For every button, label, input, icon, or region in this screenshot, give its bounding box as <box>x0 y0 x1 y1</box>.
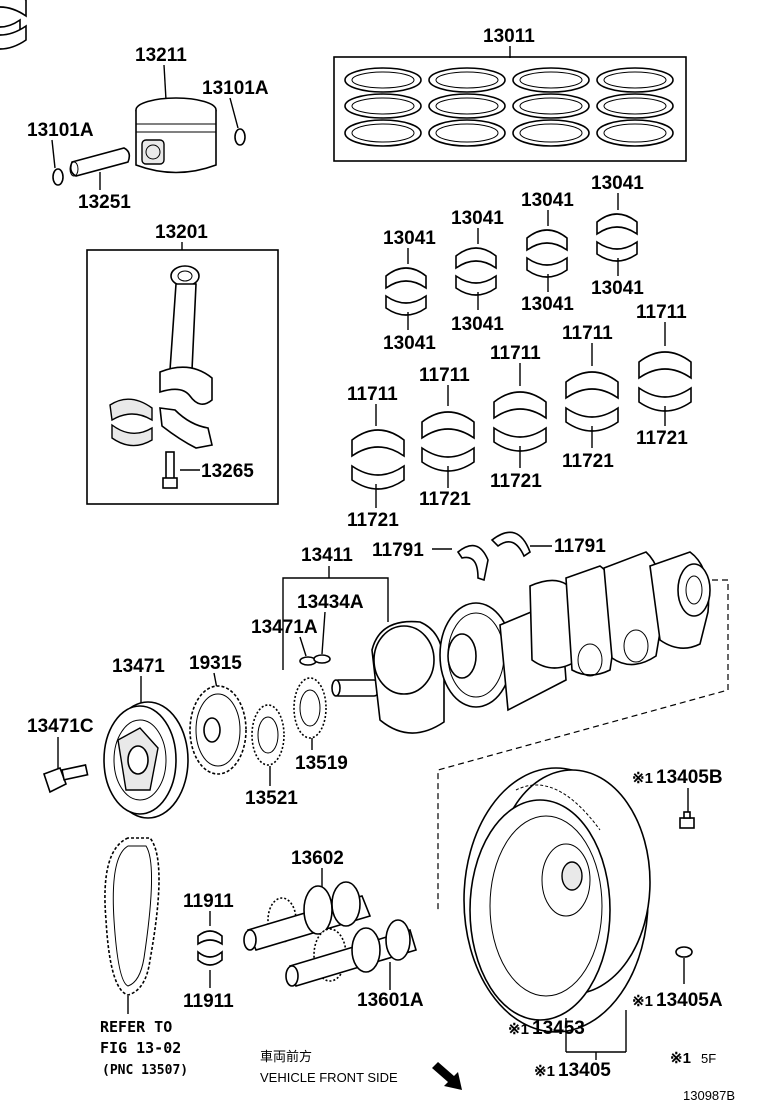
label-13011: 13011 <box>483 26 535 47</box>
label-13041-c: 13041 <box>451 208 504 229</box>
label-11711-d: 11711 <box>562 323 613 344</box>
reference-line3: (PNC 13507) <box>102 1063 188 1078</box>
label-13041-h: 13041 <box>591 278 644 299</box>
flywheel: ※1 13405B ※1 13405A ※1 13453 ※1 13405 <box>463 767 723 1081</box>
reference-line2: FIG 13-02 <box>100 1039 181 1057</box>
mark-13405A: ※1 <box>632 993 653 1010</box>
label-13411: 13411 <box>301 545 353 566</box>
label-11721-a: 11721 <box>347 510 399 531</box>
label-11721-e: 11721 <box>636 428 688 449</box>
label-11791-right: 11791 <box>554 536 606 557</box>
label-11911-top: 11911 <box>183 891 234 912</box>
drawing-code: 130987B <box>683 1088 735 1103</box>
label-13251: 13251 <box>78 192 131 213</box>
label-11721-c: 11721 <box>490 471 542 492</box>
label-13602: 13602 <box>291 848 344 869</box>
timing-chain: REFER TO FIG 13-02 (PNC 13507) <box>100 837 188 1078</box>
label-13471: 13471 <box>112 656 165 677</box>
label-13041-b: 13041 <box>383 333 436 354</box>
mark-13405B: ※1 <box>632 770 653 787</box>
label-13265: 13265 <box>201 461 254 482</box>
crankshaft-sprockets: 19315 13521 13519 <box>189 653 348 809</box>
label-11721-b: 11721 <box>419 489 471 510</box>
crankshaft-pulley: 13471 13471C <box>27 656 189 819</box>
label-11911-bottom: 11911 <box>183 991 234 1012</box>
reference-line1: REFER TO <box>100 1018 172 1036</box>
label-13521: 13521 <box>245 788 298 809</box>
label-13601A: 13601A <box>357 990 424 1011</box>
label-11791-left: 11791 <box>372 540 424 561</box>
label-13041-a: 13041 <box>383 228 436 249</box>
label-13434A: 13434A <box>297 592 364 613</box>
label-13405A: 13405A <box>656 990 723 1011</box>
label-11711-e: 11711 <box>636 302 687 323</box>
label-13101A-left: 13101A <box>27 120 94 141</box>
label-11711-c: 11711 <box>490 343 541 364</box>
label-13041-d: 13041 <box>451 314 504 335</box>
front-label-english: VEHICLE FRONT SIDE <box>260 1070 398 1085</box>
crankshaft: 13411 13434A 13471A <box>251 545 729 910</box>
footnote-mark: ※1 <box>670 1050 691 1067</box>
mark-13405: ※1 <box>534 1063 555 1080</box>
crankshaft-main-bearings: 11711 11721 11711 11721 11711 11721 1171… <box>0 0 692 531</box>
label-13041-e: 13041 <box>521 190 574 211</box>
label-11711-b: 11711 <box>419 365 470 386</box>
label-13211: 13211 <box>135 45 187 66</box>
label-13101A-right: 13101A <box>202 78 269 99</box>
label-13519: 13519 <box>295 753 348 774</box>
label-13471A: 13471A <box>251 617 318 638</box>
balance-shafts: 13602 13601A 11911 11911 <box>183 848 424 1012</box>
thrust-washers: 11791 11791 <box>372 531 606 582</box>
label-19315: 19315 <box>189 653 242 674</box>
label-11711-a: 11711 <box>347 384 398 405</box>
mark-13453: ※1 <box>508 1021 529 1038</box>
front-direction-indicator: 車両前方 VEHICLE FRONT SIDE <box>260 1049 462 1090</box>
connecting-rod-bearings: 13041 13041 13041 13041 13041 13041 1304… <box>0 0 644 354</box>
label-11721-d: 11721 <box>562 451 614 472</box>
label-13405B: 13405B <box>656 767 723 788</box>
label-13471C: 13471C <box>27 716 94 737</box>
label-13453: 13453 <box>532 1018 585 1039</box>
piston: 13211 13101A 13101A 13251 <box>27 45 269 213</box>
piston-ring-set: 13011 <box>333 26 687 162</box>
front-label-japanese: 車両前方 <box>260 1049 312 1064</box>
connecting-rod-assembly: 13201 13265 <box>86 222 279 505</box>
label-13201: 13201 <box>155 222 208 243</box>
label-13041-g: 13041 <box>591 173 644 194</box>
front-arrow-icon <box>432 1062 462 1090</box>
footnote-text: 5F <box>701 1051 716 1066</box>
label-13041-f: 13041 <box>521 294 574 315</box>
label-13405: 13405 <box>558 1060 611 1081</box>
